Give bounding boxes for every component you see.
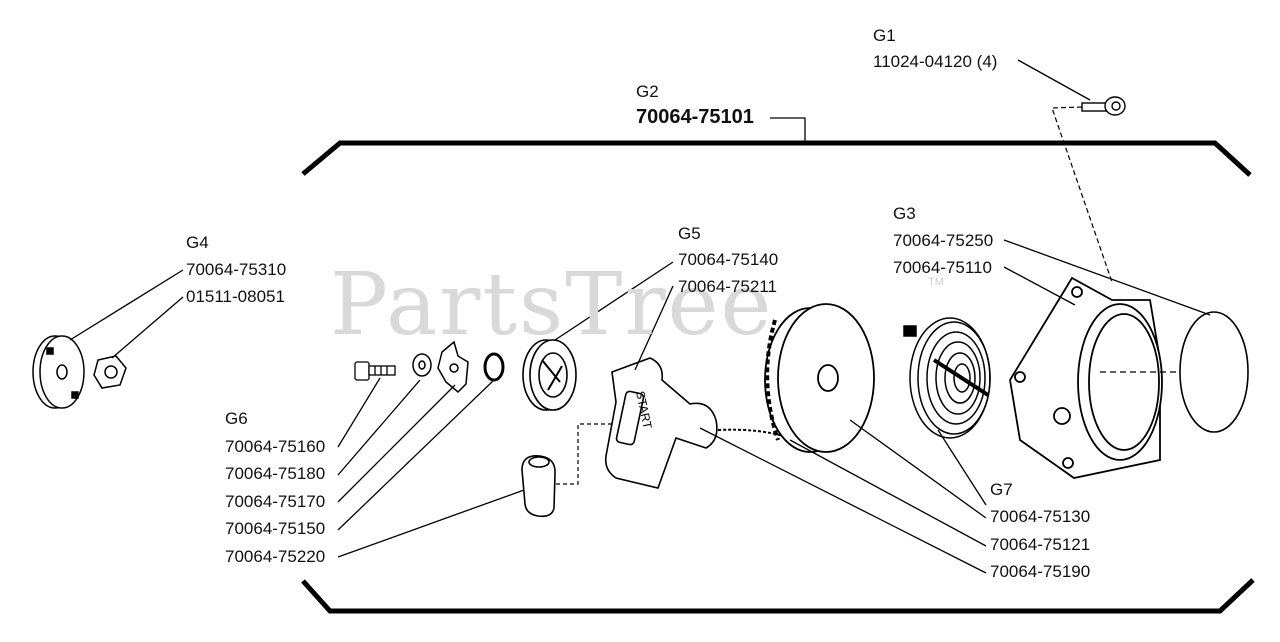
g5-reel <box>522 339 577 411</box>
recoil-spring <box>903 317 991 439</box>
part-number-label[interactable]: 70064-75140 <box>678 250 779 269</box>
watermark-trademark: TM <box>928 276 944 288</box>
g6-bolt <box>354 361 396 381</box>
leader-lines <box>69 59 1211 574</box>
group-g3-label: G3 <box>893 204 916 223</box>
group-g7-label: G7 <box>990 480 1013 499</box>
g6-spring-ring <box>483 352 505 382</box>
g6-ratchet <box>437 340 469 394</box>
group-g5-label: G5 <box>678 224 701 243</box>
g1-dashed-guide <box>1051 106 1113 283</box>
part-number-label[interactable]: 70064-75310 <box>186 260 287 279</box>
g4-nut <box>93 355 127 389</box>
watermark: PartsTree <box>330 255 774 355</box>
g6-washer <box>412 353 432 377</box>
group-g4-label: G4 <box>186 233 209 252</box>
g2-bracket-top <box>301 140 1252 177</box>
part-number-label[interactable]: 70064-75220 <box>225 547 326 566</box>
part-number-label[interactable]: 11024-04120 (4) <box>873 52 998 71</box>
part-number-label[interactable]: 70064-75101 <box>636 106 754 128</box>
part-number-label[interactable]: 70064-75121 <box>990 535 1091 554</box>
part-number-label[interactable]: 70064-75250 <box>893 231 994 250</box>
g2-bracket-bottom <box>301 578 1255 614</box>
part-number-label[interactable]: 70064-75211 <box>678 277 777 296</box>
group-g1-label: G1 <box>873 26 896 45</box>
start-handle: START <box>604 357 718 489</box>
part-number-label[interactable]: 70064-75130 <box>990 507 1091 526</box>
part-number-label[interactable]: 70064-75110 <box>893 258 992 277</box>
grip-dashed-guide <box>556 423 612 485</box>
part-number-label[interactable]: 01511-08051 <box>186 287 285 306</box>
part-number-label[interactable]: 70064-75180 <box>225 464 326 483</box>
part-number-label[interactable]: 70064-75170 <box>225 492 326 511</box>
g1-screw <box>1081 96 1126 116</box>
g4-cap <box>32 335 85 409</box>
rope-grip <box>521 454 556 518</box>
group-g6-label: G6 <box>225 409 248 428</box>
part-number-label[interactable]: 70064-75160 <box>225 437 326 456</box>
group-g2-label: G2 <box>636 82 659 101</box>
starter-housing <box>1009 276 1163 479</box>
part-number-label[interactable]: 70064-75190 <box>990 562 1091 581</box>
pulley-drum <box>764 303 875 453</box>
part-number-label[interactable]: 70064-75150 <box>225 519 326 538</box>
housing-cover <box>1179 311 1249 433</box>
